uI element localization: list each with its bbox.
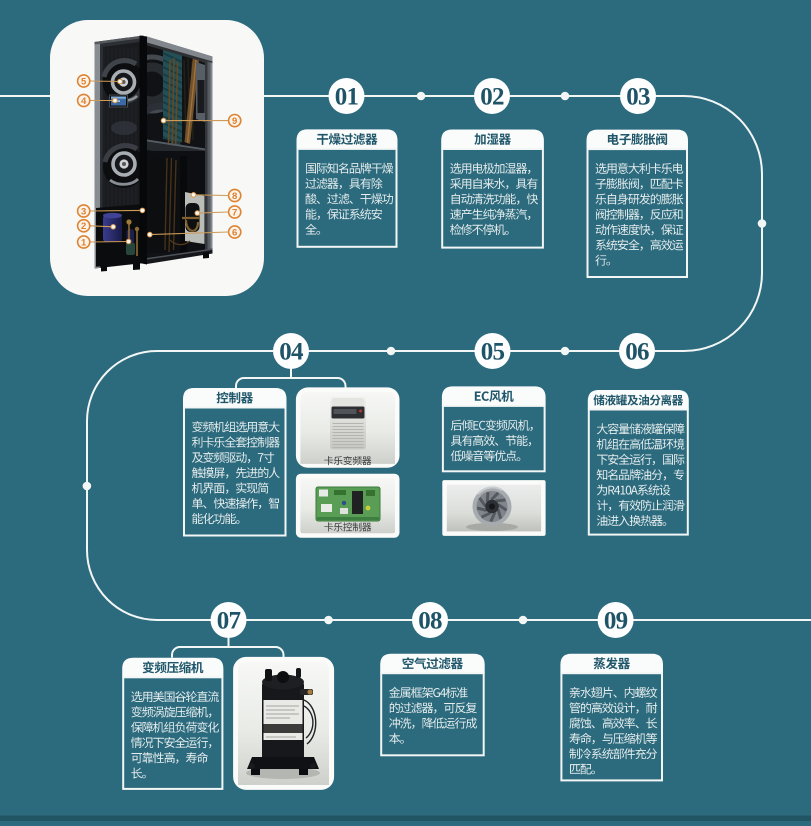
svg-text:9: 9 [232,116,237,127]
svg-text:06: 06 [625,339,649,366]
svg-text:3: 3 [81,206,86,217]
svg-text:1: 1 [81,237,87,248]
svg-text:05: 05 [481,339,505,366]
svg-text:01: 01 [335,84,359,111]
svg-text:2: 2 [81,221,86,232]
svg-text:03: 03 [626,84,650,111]
svg-text:08: 08 [418,608,442,635]
svg-text:02: 02 [480,84,504,111]
svg-text:04: 04 [279,339,304,366]
svg-text:5: 5 [81,76,87,87]
svg-text:07: 07 [217,608,241,635]
svg-text:6: 6 [232,227,237,238]
svg-text:4: 4 [81,96,87,107]
svg-text:09: 09 [604,608,628,635]
svg-text:7: 7 [232,207,237,218]
svg-text:8: 8 [232,191,237,202]
